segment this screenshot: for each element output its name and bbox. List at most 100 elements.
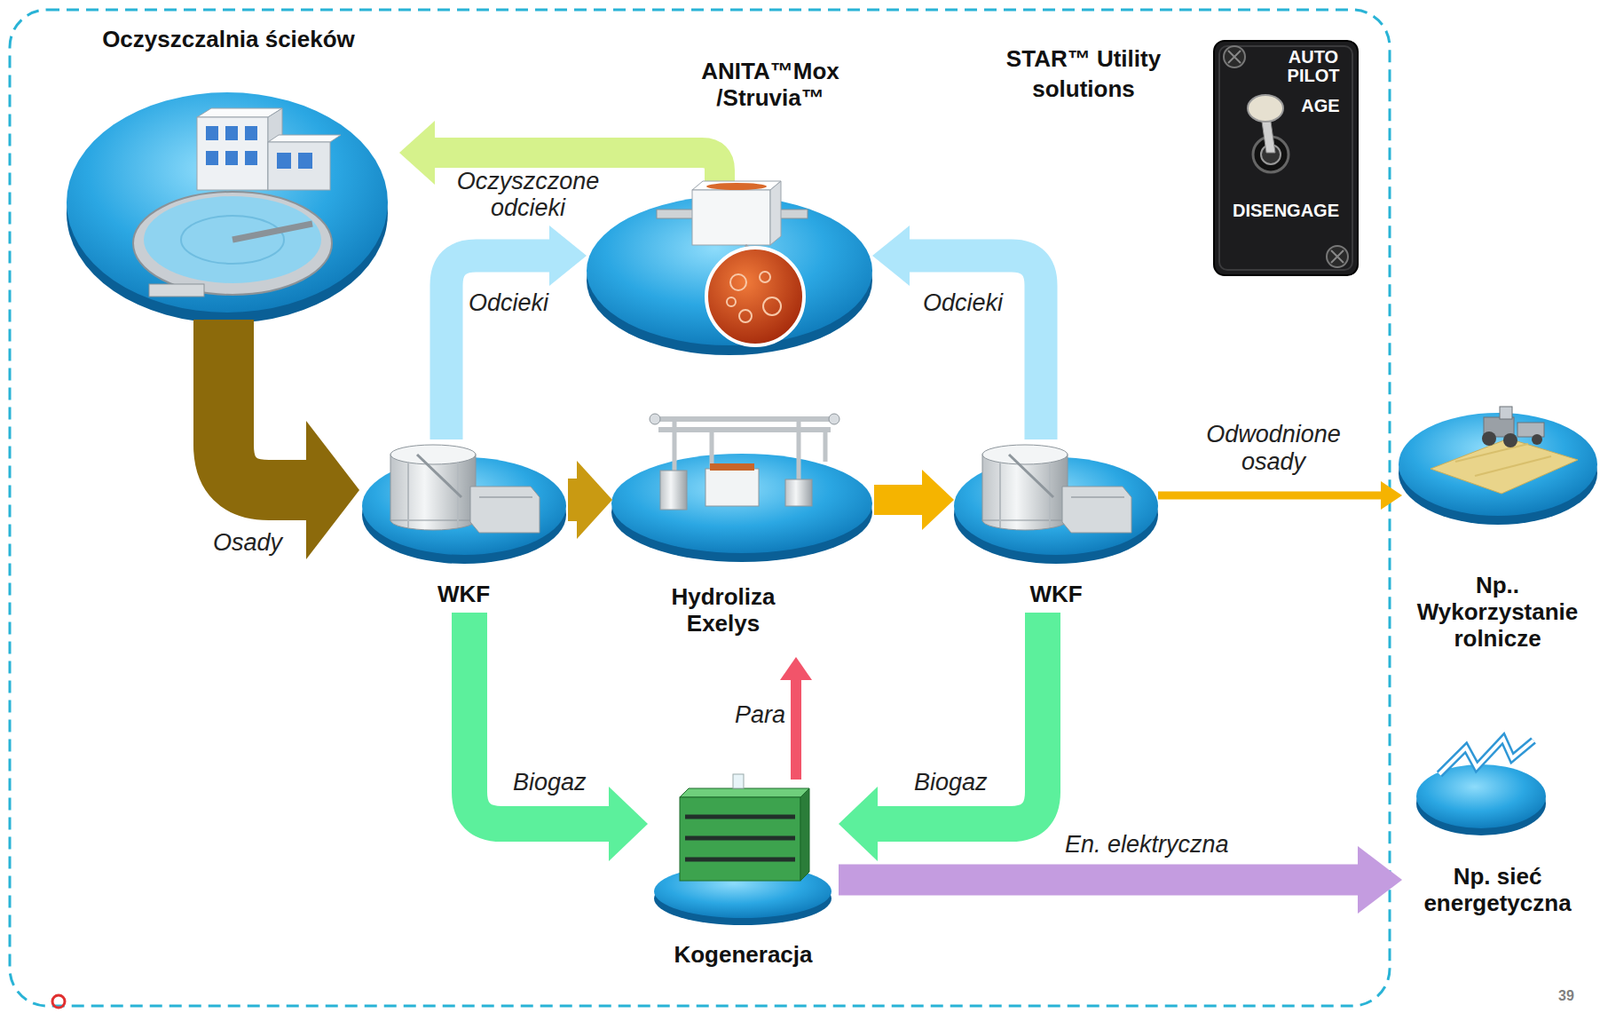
autopilot-panel-part [1326,245,1348,268]
page-number: 39 [1548,986,1585,1004]
agriculture-icon-part [1430,438,1578,494]
process-node: ANITA™Mox /Struvia™ [586,53,873,351]
dewatering-unit-icon-part [390,444,476,465]
autopilot-panel-part [1223,46,1246,68]
edge-label: En. elektryczna [1064,830,1230,859]
dewatering-unit-icon-part [1071,496,1125,498]
flow-line [838,864,1365,896]
treatment-plant-icon-part [149,283,205,297]
treatment-plant-icon-part [197,117,268,190]
anammox-reactor-icon-part [706,182,767,190]
arrow-head [1357,845,1403,914]
agriculture-icon-part [1531,433,1543,445]
brand-logo-part [52,994,65,1008]
treatment-plant-icon-part [244,126,258,141]
chp-engine-icon-part [685,814,796,820]
dewatering-unit-icon [953,444,1159,564]
dewatering-unit-icon-part [999,461,1001,528]
agriculture-icon [1398,406,1598,525]
arrow-head [549,225,587,286]
agriculture-icon-part [1517,422,1545,437]
dewatering-unit-icon-part [417,454,462,497]
treatment-plant-icon-part [225,150,238,166]
dewatering-node: WKF [359,439,568,613]
node-label: Kogeneracja [647,941,839,969]
arrow-head [1380,480,1403,510]
flow-arrow [872,225,1041,440]
flow-arrow [838,612,1043,861]
flow-arrow [874,469,954,530]
hydrolysis-unit-icon [611,413,873,562]
edge-label: Osady [212,528,283,557]
agriculture-icon-part [1474,456,1552,476]
edge-label: Oczyszczone odcieki [443,168,613,221]
anammox-reactor-icon-part [763,297,781,316]
power-grid-icon-part [1439,738,1534,774]
treatment-plant-icon-part [225,126,238,141]
flow-line [790,676,802,780]
dewatering-unit-icon-part [407,461,410,528]
flow-line [874,484,927,515]
autopilot-panel-part [1247,94,1284,122]
treatment-plant-icon-part [267,141,331,190]
flow-line [223,319,315,490]
anammox-reactor-icon [586,152,873,355]
flow-arrow [223,319,360,560]
system-boundary [9,9,1390,1006]
node-label: Np.. Wykorzystanie rolnicze [1402,572,1593,653]
node-label: Np. sieć energetyczna [1402,863,1593,917]
control-panel: AUTO PILOTAGEDISENGAGE [1213,40,1358,276]
hydrolysis-unit-icon-part [785,479,812,506]
node-label: ANITA™Mox /Struvia™ [681,58,860,112]
agriculture-icon-part [1398,412,1598,516]
hydrolysis-unit-icon-part [654,418,835,430]
edge-label: Odcieki [468,289,549,317]
dewatering-unit-icon-part [1062,486,1132,533]
cogeneration-node: Kogeneracja [647,779,839,975]
treatment-plant-icon-part [205,126,219,141]
hydrolysis-unit-icon-part [828,413,840,425]
dewatering-node: WKF [953,439,1159,613]
flow-arrow [567,460,613,539]
power-grid-icon-part [1439,738,1534,774]
autopilot-panel-part [1219,46,1353,270]
dewatering-unit-icon-part [479,496,533,498]
flow-line [429,137,587,168]
chp-engine-icon-part [685,835,796,841]
chp-engine-icon [654,773,832,925]
anammox-reactor-icon-part [692,189,771,245]
autopilot-panel-part [1213,40,1358,276]
node-label: WKF [953,581,1159,608]
autopilot-panel-part [1331,250,1344,263]
arrow-head [576,460,613,539]
flow-line [469,612,615,824]
arrow-head [780,656,812,680]
chp-engine-icon-part [685,857,796,862]
edge-label: Biogaz [512,768,587,797]
autopilot-panel-part [1228,50,1241,64]
arrow-head [872,225,910,286]
treatment-plant-icon-part [232,223,313,240]
hydrolysis-unit-icon-part [709,463,755,471]
dewatering-unit-icon-part [470,486,540,533]
arrow-head [838,786,878,861]
treatment-plant-icon [66,92,388,324]
hydrolysis-node: Hydroliza Exelys [612,399,875,657]
flow-arrow [446,225,587,440]
agriculture-icon-part [1499,406,1513,419]
chp-engine-icon-part [800,788,810,881]
agriculture-icon-part [1455,443,1529,462]
chp-engine-icon-part [733,773,744,789]
dewatering-unit-icon [362,444,567,564]
edge-label: Odwodnione osady [1189,420,1358,476]
treatment-plant-icon-part [298,152,313,169]
arrow-head [608,786,648,861]
agriculture-icon-part [1503,433,1518,448]
chp-engine-icon-part [679,788,810,797]
output-node: Np.. Wykorzystanie rolnicze [1402,390,1593,666]
anammox-reactor-icon-part [770,181,781,245]
dewatering-unit-icon-part [982,444,1068,465]
edge-label: Biogaz [914,768,988,797]
